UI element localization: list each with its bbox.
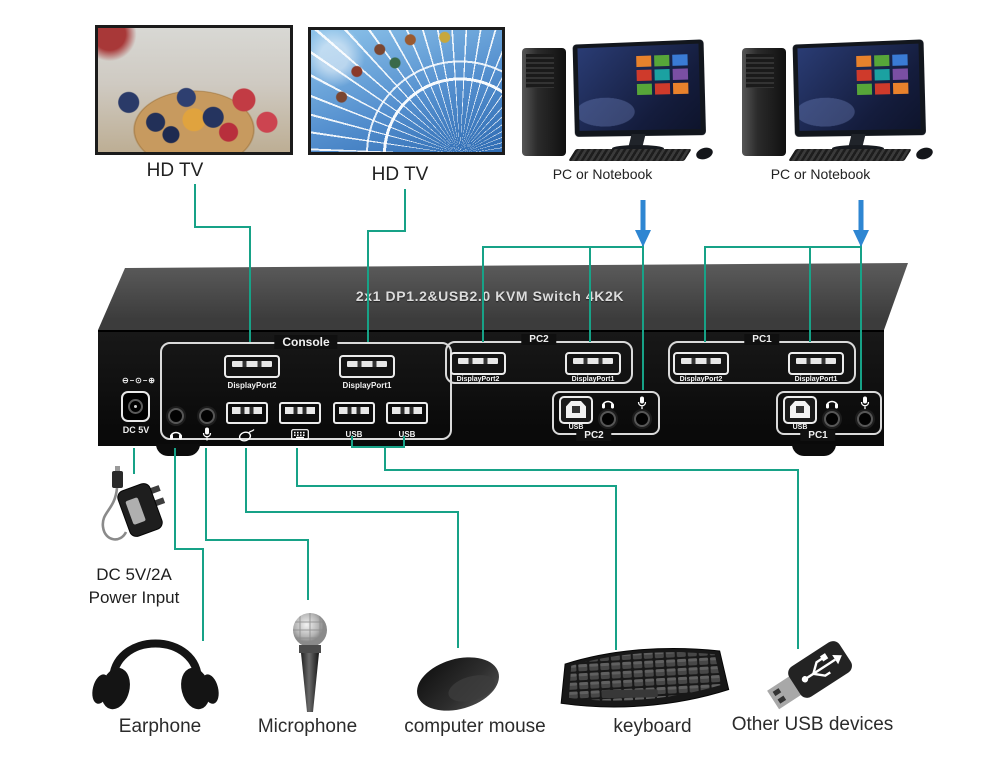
cable-hdtv1-to-console-dp2 xyxy=(194,184,251,342)
computer-mouse-label: computer mouse xyxy=(404,716,546,737)
pc2-displayport1-port xyxy=(565,352,621,375)
pc2-video-group: PC2 DisplayPort2 DisplayPort1 xyxy=(445,334,633,384)
pc1-usb-b-port xyxy=(783,396,817,424)
microphone-icon xyxy=(202,427,212,441)
console-usb3-label: USB xyxy=(345,430,363,439)
pc2-displayport2-label: DisplayPort2 xyxy=(456,376,500,383)
console-usb-mouse-port xyxy=(226,402,268,424)
console-group: Console DisplayPort2 DisplayPort1 USB US… xyxy=(160,335,452,442)
cable-pc2-to-pc1-displayports xyxy=(704,246,861,342)
pc2-mic-jack xyxy=(634,411,650,427)
microphone-icon xyxy=(860,396,870,410)
pc-2-label: PC or Notebook xyxy=(770,166,871,182)
pc1-usb-b-label: USB xyxy=(792,424,808,431)
pc1-arrow-head xyxy=(635,230,651,247)
pc2-displayport2-port xyxy=(450,352,506,375)
pc1-mic-jack xyxy=(857,411,873,427)
hdtv-2-image xyxy=(308,27,505,155)
pc2-arrow-shaft xyxy=(858,200,864,231)
hdtv-1-label: HD TV xyxy=(146,160,204,181)
headphone-icon xyxy=(169,428,183,440)
console-group-label: Console xyxy=(274,335,338,349)
dc-power-label: DC 5V xyxy=(122,425,150,435)
console-displayport2-port xyxy=(224,355,280,378)
pc1-displayport2-port xyxy=(673,352,729,375)
headphone-icon xyxy=(601,397,615,409)
usb-flash-drive-image xyxy=(758,638,863,714)
console-usb-port-4 xyxy=(386,402,428,424)
pc1-io-group-label: PC1 xyxy=(800,430,836,441)
keyboard-image xyxy=(556,642,731,716)
dc-polarity-icon: ⊖–⊙–⊕ xyxy=(121,376,156,385)
power-adapter-image xyxy=(88,466,168,564)
pc2-usb-b-port xyxy=(559,396,593,424)
microphone-icon xyxy=(637,396,647,410)
pc1-displayport1-port xyxy=(788,352,844,375)
pc2-io-group-label: PC2 xyxy=(576,430,612,441)
pc1-arrow-shaft xyxy=(640,200,646,231)
microphone-label: Microphone xyxy=(257,716,358,737)
hdtv-1-image xyxy=(95,25,293,155)
pc-2-image xyxy=(740,39,935,164)
console-usb4-label: USB xyxy=(398,430,416,439)
power-label-line1: DC 5V/2A xyxy=(96,565,172,584)
pc-1-label: PC or Notebook xyxy=(552,166,653,182)
headphone-icon xyxy=(825,397,839,409)
console-headphone-jack xyxy=(168,408,184,424)
cable-hdtv2-to-console-dp1 xyxy=(367,189,406,342)
keyboard-label: keyboard xyxy=(613,716,692,737)
pc2-displayport1-label: DisplayPort1 xyxy=(571,376,615,383)
pc2-io-group: PC2 USB xyxy=(552,391,660,441)
pc1-headphone-jack xyxy=(824,411,840,427)
pc1-io-group: PC1 USB xyxy=(776,391,882,441)
earphone-image xyxy=(88,612,223,716)
power-label-line2: Power Input xyxy=(88,588,180,607)
pc-tower xyxy=(522,48,566,156)
console-usb-keyboard-port xyxy=(279,402,321,424)
console-displayport1-label: DisplayPort1 xyxy=(342,381,392,390)
pc2-arrow-head xyxy=(853,230,869,247)
pc1-displayport2-label: DisplayPort2 xyxy=(679,376,723,383)
other-usb-devices-label: Other USB devices xyxy=(731,714,894,735)
pc2-video-group-label: PC2 xyxy=(521,334,557,345)
kvm-front-panel xyxy=(98,330,884,446)
mouse-icon xyxy=(238,428,256,442)
cable-earphone xyxy=(174,448,204,641)
pc1-displayport1-label: DisplayPort1 xyxy=(794,376,838,383)
keyboard-icon xyxy=(291,429,309,440)
cable-mouse xyxy=(245,448,459,648)
console-mic-jack xyxy=(199,408,215,424)
microphone-image xyxy=(286,610,334,716)
pc-tower xyxy=(742,48,786,156)
cable-keyboard xyxy=(296,448,617,650)
cable-pc1-to-pc2-displayports xyxy=(482,246,643,342)
kvm-device-title: 2x1 DP1.2&USB2.0 KVM Switch 4K2K xyxy=(355,288,625,304)
pc-monitor-base xyxy=(832,145,884,152)
cable-microphone xyxy=(205,448,309,600)
pc-1-image xyxy=(520,39,715,164)
hdtv-2-label: HD TV xyxy=(371,164,429,185)
pc-monitor-base xyxy=(612,145,664,152)
kvm-top-face xyxy=(98,263,908,330)
kvm-foot-right xyxy=(792,444,836,456)
computer-mouse-image xyxy=(408,650,508,716)
pc2-headphone-jack xyxy=(600,411,616,427)
earphone-label: Earphone xyxy=(118,716,202,737)
dc-power-jack xyxy=(121,391,150,422)
pc1-video-group: PC1 DisplayPort2 DisplayPort1 xyxy=(668,334,856,384)
console-usb-port-3 xyxy=(333,402,375,424)
kvm-foot-left xyxy=(156,444,200,456)
console-displayport1-port xyxy=(339,355,395,378)
pc1-video-group-label: PC1 xyxy=(744,334,780,345)
cable-other-usb-devices xyxy=(351,436,799,649)
console-displayport2-label: DisplayPort2 xyxy=(227,381,277,390)
pc2-usb-b-label: USB xyxy=(568,424,584,431)
